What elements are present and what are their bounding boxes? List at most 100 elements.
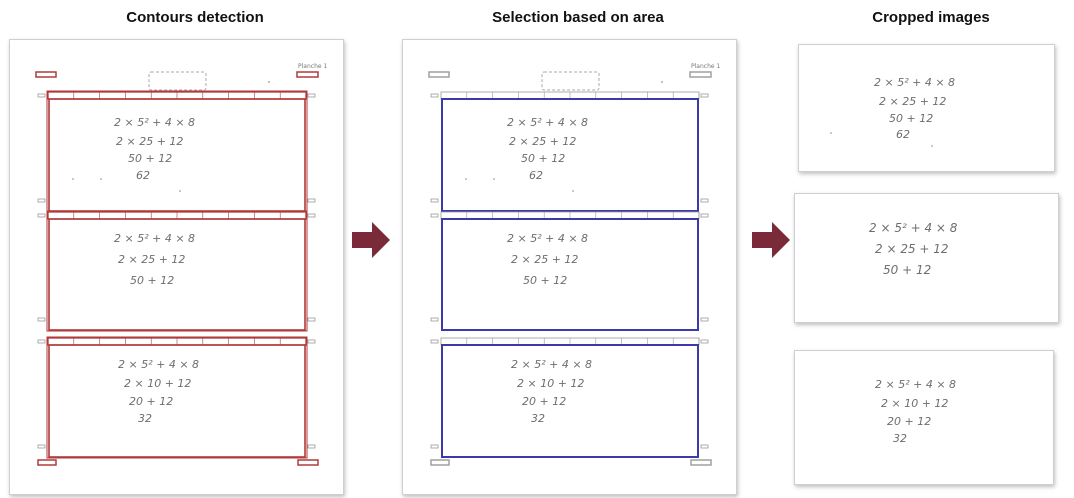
cropped-image-2-drawing: 2 × 5² + 4 × 8 2 × 25 + 12 50 + 12	[869, 221, 958, 277]
speck	[661, 81, 663, 83]
speck	[72, 178, 74, 180]
side-marker	[37, 198, 46, 203]
side-marker	[700, 444, 709, 449]
side-marker	[37, 93, 46, 98]
header-placeholder	[541, 71, 600, 91]
handwritten-line: 2 × 10 + 12	[517, 377, 584, 390]
speck	[100, 178, 102, 180]
side-marker	[700, 339, 709, 344]
cropped-image-3: 2 × 5² + 4 × 8 2 × 10 + 12 20 + 12 32	[794, 350, 1054, 485]
handwritten-line: 2 × 5² + 4 × 8	[511, 358, 592, 371]
handwritten-line: 50 + 12	[523, 274, 567, 287]
side-marker	[430, 93, 439, 98]
side-marker	[430, 213, 439, 218]
cropped-image-1-drawing: 2 × 5² + 4 × 8 2 × 25 + 12 50 + 12 62	[830, 76, 955, 147]
side-marker	[430, 317, 439, 322]
corner-mark	[297, 459, 319, 466]
handwritten-line: 2 × 5² + 4 × 8	[507, 116, 588, 129]
side-marker	[700, 198, 709, 203]
crop1-line-2: 2 × 25 + 12	[879, 95, 946, 108]
side-marker	[307, 198, 316, 203]
outer-contour	[46, 210, 308, 332]
corner-mark	[689, 71, 712, 78]
corner-mark	[296, 71, 319, 78]
side-marker	[700, 93, 709, 98]
outer-contour	[46, 336, 308, 459]
side-marker	[307, 444, 316, 449]
title-contours-detection: Contours detection	[126, 9, 264, 26]
side-marker	[307, 339, 316, 344]
crop3-line-4: 32	[893, 432, 907, 445]
handwritten-line: 2 × 5² + 4 × 8	[118, 358, 199, 371]
selection-page-drawing: Planche 1 2 × 5² + 4 × 8 2 × 25 + 12 50 + 1…	[428, 63, 720, 466]
page-label: Planche 1	[691, 63, 720, 70]
handwritten-line: 2 × 25 + 12	[118, 253, 185, 266]
crop2-line-1: 2 × 5² + 4 × 8	[869, 221, 958, 235]
title-selection-based-on-area: Selection based on area	[492, 9, 664, 26]
right-arrow-icon	[352, 222, 390, 258]
handwritten-line: 2 × 5² + 4 × 8	[114, 116, 195, 129]
speck	[179, 190, 181, 192]
crop2-line-3: 50 + 12	[883, 263, 931, 277]
side-marker	[37, 339, 46, 344]
side-marker	[700, 213, 709, 218]
handwritten-line: 2 × 25 + 12	[509, 135, 576, 148]
answer-box	[441, 98, 699, 212]
corner-mark	[35, 71, 57, 78]
cropped-image-2: 2 × 5² + 4 × 8 2 × 25 + 12 50 + 12	[794, 193, 1059, 323]
handwritten-line: 32	[531, 412, 545, 425]
title-cropped-images: Cropped images	[872, 9, 990, 26]
side-marker	[430, 339, 439, 344]
side-marker	[307, 93, 316, 98]
side-marker	[37, 317, 46, 322]
handwritten-line: 50 + 12	[130, 274, 174, 287]
handwritten-line: 2 × 5² + 4 × 8	[114, 232, 195, 245]
speck	[493, 178, 495, 180]
answer-box	[441, 344, 699, 458]
crop3-line-2: 2 × 10 + 12	[881, 397, 948, 410]
side-marker	[700, 317, 709, 322]
handwritten-line: 20 + 12	[522, 395, 566, 408]
handwritten-line: 2 × 25 + 12	[116, 135, 183, 148]
side-marker	[307, 213, 316, 218]
contours-page-drawing: Planche 1 2 × 5² + 4 × 8 2 × 25 + 12 50 + 1…	[35, 63, 327, 466]
handwritten-line: 32	[138, 412, 152, 425]
handwritten-line: 2 × 5² + 4 × 8	[507, 232, 588, 245]
handwritten-line: 50 + 12	[128, 152, 172, 165]
crop3-line-1: 2 × 5² + 4 × 8	[875, 378, 956, 391]
crop3-line-3: 20 + 12	[887, 415, 931, 428]
side-marker	[430, 444, 439, 449]
side-marker	[37, 444, 46, 449]
page-contours-detection: Planche 1 2 × 5² + 4 × 8 2 × 25 + 12 50 + 1…	[9, 39, 344, 495]
handwritten-line: 62	[136, 169, 150, 182]
right-arrow-icon	[752, 222, 790, 258]
corner-mark	[428, 71, 450, 78]
answer-box	[48, 344, 306, 458]
corner-mark	[37, 459, 57, 466]
crop1-line-3: 50 + 12	[889, 112, 933, 125]
side-marker	[307, 317, 316, 322]
crop2-line-2: 2 × 25 + 12	[875, 242, 949, 256]
cropped-image-1: 2 × 5² + 4 × 8 2 × 25 + 12 50 + 12 62	[798, 44, 1055, 172]
outer-contour	[46, 90, 308, 213]
corner-mark	[690, 459, 712, 466]
page-selection-based-on-area: Planche 1 2 × 5² + 4 × 8 2 × 25 + 12 50 + 1…	[402, 39, 737, 495]
crop1-line-1: 2 × 5² + 4 × 8	[874, 76, 955, 89]
header-placeholder	[148, 71, 207, 91]
handwritten-line: 2 × 10 + 12	[124, 377, 191, 390]
crop1-line-4: 62	[896, 128, 910, 141]
handwritten-line: 62	[529, 169, 543, 182]
speck	[572, 190, 574, 192]
answer-box	[48, 218, 306, 331]
side-marker	[430, 198, 439, 203]
corner-mark	[430, 459, 450, 466]
cropped-image-3-drawing: 2 × 5² + 4 × 8 2 × 10 + 12 20 + 12 32	[875, 378, 956, 445]
side-marker	[37, 213, 46, 218]
handwritten-line: 20 + 12	[129, 395, 173, 408]
handwritten-line: 50 + 12	[521, 152, 565, 165]
page-label: Planche 1	[298, 63, 327, 70]
handwritten-line: 2 × 25 + 12	[511, 253, 578, 266]
answer-box	[441, 218, 699, 331]
speck	[268, 81, 270, 83]
speck	[465, 178, 467, 180]
